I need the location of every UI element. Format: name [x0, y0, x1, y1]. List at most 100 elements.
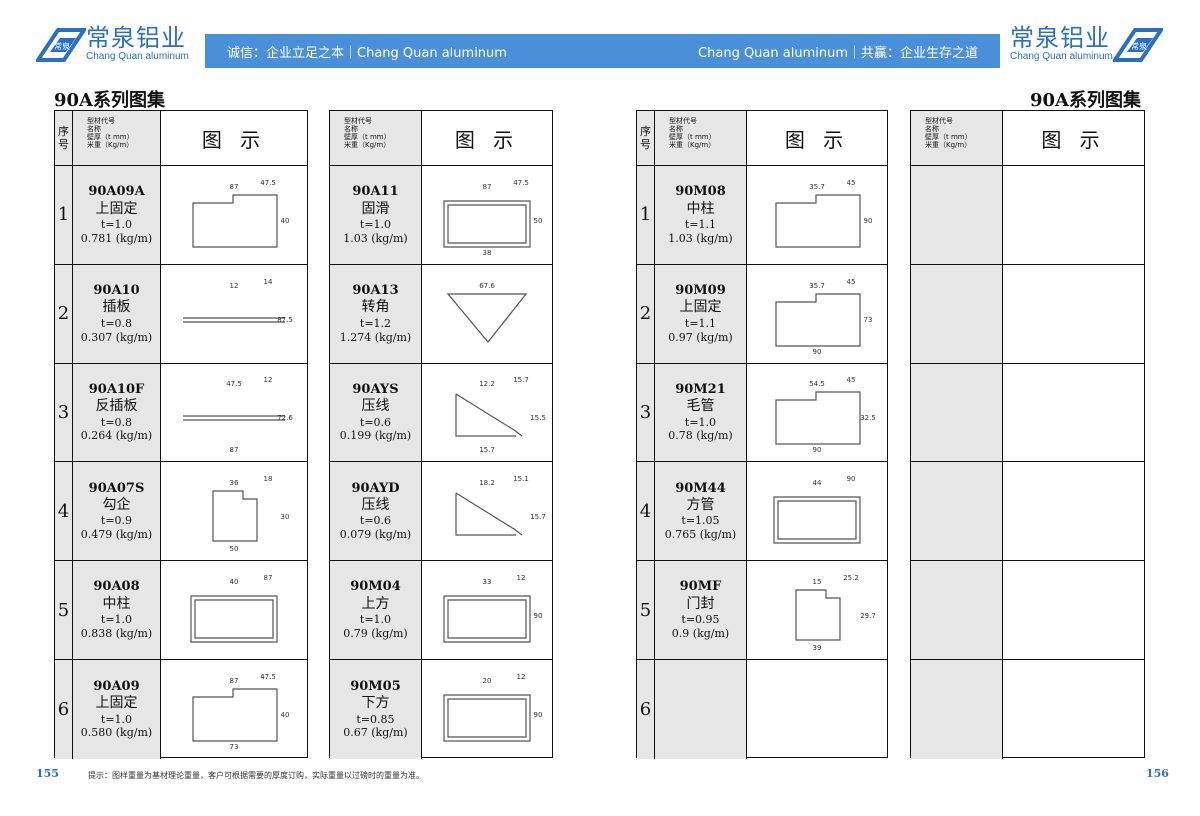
- profile-thickness: t=0.6: [359, 415, 392, 429]
- seq-header-char: 序: [640, 124, 651, 138]
- dimension-label: 50: [534, 217, 543, 225]
- profile-weight: 1.03 (kg/m): [343, 231, 408, 245]
- seq-number: 6: [55, 660, 73, 759]
- profile-weight: 0.781 (kg/m): [80, 231, 153, 245]
- profile-name: 勾企: [102, 496, 131, 513]
- dimension-label: 38: [483, 249, 492, 257]
- dimension-label: 12: [264, 376, 273, 384]
- page-number-left: 155: [36, 767, 59, 780]
- profile-thickness: t=1.2: [359, 316, 392, 330]
- profile-thickness: t=1.1: [684, 316, 717, 330]
- dimension-label: 47.5: [513, 179, 529, 187]
- dimension-label: 72.6: [277, 414, 293, 422]
- profile-code: 90MF: [679, 579, 722, 595]
- dimension-label: 40: [230, 578, 239, 586]
- seq-number: 3: [55, 363, 73, 462]
- dimension-label: 47.5: [260, 179, 276, 187]
- profile-drawing: [1003, 265, 1144, 363]
- profile-table-4: 型材代号名称壁厚（t mm）米重（Kg/m）图 示: [910, 110, 1145, 759]
- dimension-label: 47.5: [260, 673, 276, 681]
- profile-weight: 0.079 (kg/m): [339, 528, 412, 542]
- meta-header-line: 名称: [669, 125, 683, 134]
- profile-drawing: [1003, 166, 1144, 264]
- dimension-label: 15: [813, 578, 822, 586]
- table-header-row: 型材代号名称壁厚（t mm）米重（Kg/m）图 示: [911, 111, 1144, 166]
- profile-info: [911, 660, 1003, 759]
- dimension-label: 45: [847, 179, 856, 187]
- profile-name: 上固定: [679, 299, 722, 316]
- meta-header-line: 米重（Kg/m）: [344, 141, 391, 150]
- profile-drawing: 67.6: [422, 265, 552, 363]
- profile-code: 90A09A: [88, 184, 145, 200]
- profile-name: 毛管: [686, 398, 715, 415]
- brand-en: Chang Quan aluminum: [86, 51, 189, 62]
- profile-thickness: t=1.0: [100, 218, 133, 232]
- seq-header-char: 序: [58, 124, 69, 138]
- seq-number: 5: [55, 561, 73, 659]
- profile-thickness: t=1.0: [684, 415, 717, 429]
- profile-info: [655, 660, 747, 759]
- profile-name: 门封: [686, 595, 715, 612]
- profile-info: [911, 166, 1003, 264]
- dimension-label: 87: [483, 183, 492, 191]
- profile-name: 反插板: [95, 398, 138, 415]
- profile-weight: 1.274 (kg/m): [339, 330, 412, 344]
- seq-header: 序号: [637, 111, 655, 165]
- profile-weight: 0.580 (kg/m): [80, 726, 153, 740]
- dimension-label: 15.1: [513, 475, 529, 483]
- profile-weight: 0.838 (kg/m): [80, 626, 153, 640]
- dimension-label: 14: [264, 278, 273, 286]
- profile-code: 90A07S: [88, 480, 145, 496]
- dimension-label: 44: [813, 479, 822, 487]
- dimension-label: 90: [534, 711, 543, 719]
- dimension-label: 35.7: [809, 282, 825, 290]
- profile-drawing: [1003, 561, 1144, 659]
- dimension-label: 87.5: [277, 316, 293, 324]
- seq-number: 2: [55, 264, 73, 363]
- meta-header-line: 名称: [925, 125, 939, 134]
- profile-weight: 0.97 (kg/m): [668, 330, 733, 344]
- profile-code: 90A10: [93, 283, 140, 299]
- footer-note: 提示：图样重量为基材理论重量，客户可根据需要的厚度订购，实际重量以过磅时的重量为…: [88, 771, 424, 780]
- brand-en: Chang Quan aluminum: [1010, 51, 1113, 62]
- dimension-label: 18.2: [479, 479, 495, 487]
- profile-thickness: t=1.0: [100, 712, 133, 726]
- dimension-label: 18: [264, 475, 273, 483]
- profile-drawing: [1003, 462, 1144, 560]
- seq-number: 1: [637, 166, 655, 264]
- profile-drawing: [1003, 660, 1144, 759]
- profile-weight: 0.199 (kg/m): [339, 429, 412, 443]
- profile-weight: 0.479 (kg/m): [80, 528, 153, 542]
- logo-seal-text: 常泉: [1131, 41, 1147, 51]
- brand-cn: 常泉铝业: [1010, 24, 1110, 52]
- slogan-bar: 诚信：企业立足之本｜Chang Quan aluminum Chang Quan…: [205, 34, 1000, 68]
- profile-weight: 0.9 (kg/m): [671, 626, 730, 640]
- profile-section-icon: 67.6: [446, 282, 528, 343]
- profile-code: 90AYD: [351, 480, 400, 496]
- profile-info: [911, 363, 1003, 462]
- meta-header-line: 壁厚（t mm）: [344, 133, 391, 142]
